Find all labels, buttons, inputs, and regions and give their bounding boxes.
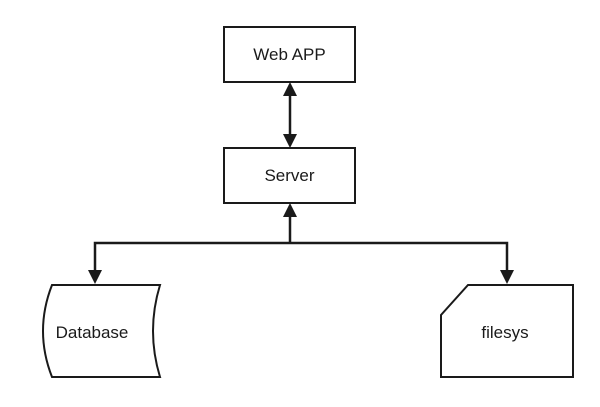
web-app-node[interactable]: Web APP xyxy=(223,26,356,83)
connector-webapp-server xyxy=(283,82,297,148)
arrowhead-up-icon xyxy=(283,82,297,96)
database-shape xyxy=(42,284,162,378)
arrowhead-down-icon xyxy=(500,270,514,284)
database-label: Database xyxy=(56,323,129,342)
server-node[interactable]: Server xyxy=(223,147,356,204)
arrowhead-down-icon xyxy=(88,270,102,284)
server-box xyxy=(223,147,356,204)
connector-server-storage xyxy=(88,203,514,284)
web-app-label: Web APP xyxy=(253,45,325,64)
arrowhead-up-icon xyxy=(283,203,297,217)
connector-storage-branch xyxy=(93,241,509,271)
filesys-shape xyxy=(440,284,574,378)
filesys-label: filesys xyxy=(481,323,528,342)
database-node[interactable]: Database xyxy=(42,284,162,378)
filesys-node[interactable]: filesys xyxy=(440,284,574,378)
web-app-box xyxy=(223,26,356,83)
server-label: Server xyxy=(264,166,314,185)
arrowhead-down-icon xyxy=(283,134,297,148)
